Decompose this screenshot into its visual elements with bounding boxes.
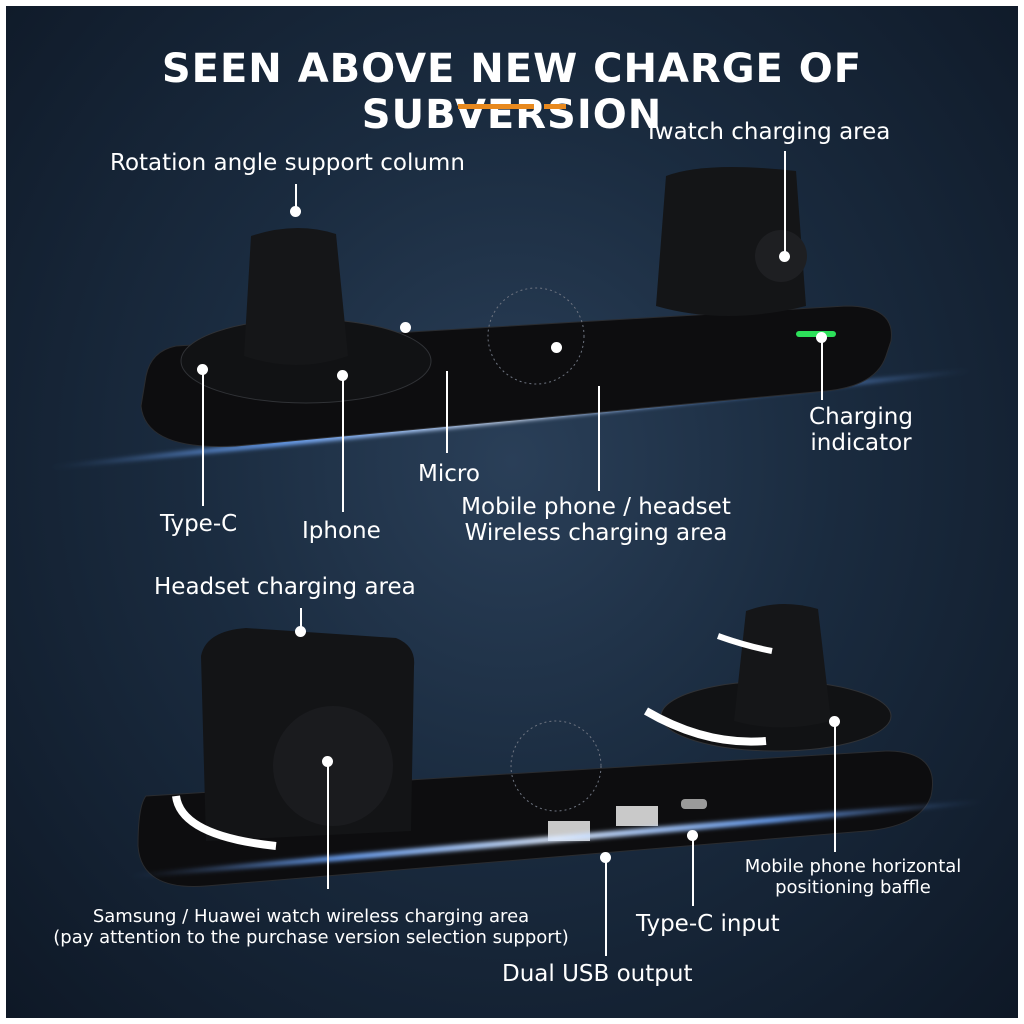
callout-dot bbox=[600, 852, 611, 863]
callout-dot bbox=[290, 206, 301, 217]
callout-dot bbox=[337, 370, 348, 381]
label-line: Charging bbox=[809, 404, 913, 430]
callout-dot bbox=[687, 830, 698, 841]
label-positioning-baffle: Mobile phone horizontal positioning baff… bbox=[728, 856, 978, 898]
label-type-c-input: Type-C input bbox=[636, 911, 780, 937]
callout-line bbox=[821, 338, 823, 400]
label-line: indicator bbox=[810, 430, 912, 456]
accent-dash bbox=[544, 104, 566, 109]
callout-dot bbox=[197, 364, 208, 375]
product-infographic: SEEN ABOVE NEW CHARGE OF SUBVERSION Rota… bbox=[6, 6, 1018, 1018]
callout-line bbox=[598, 386, 600, 491]
label-headset-area: Headset charging area bbox=[154, 574, 416, 600]
callout-dot bbox=[295, 626, 306, 637]
label-line: Wireless charging area bbox=[464, 520, 728, 546]
callout-line bbox=[834, 722, 836, 852]
callout-line bbox=[446, 371, 448, 453]
label-line: Mobile phone horizontal bbox=[744, 856, 962, 877]
callout-line bbox=[692, 836, 694, 906]
label-samsung-watch-area: Samsung / Huawei watch wireless charging… bbox=[26, 906, 596, 948]
headline: SEEN ABOVE NEW CHARGE OF SUBVERSION bbox=[161, 46, 863, 138]
label-wireless-area: Mobile phone / headset Wireless charging… bbox=[436, 494, 756, 546]
callout-dot bbox=[816, 332, 827, 343]
callout-dot bbox=[779, 251, 790, 262]
label-micro: Micro bbox=[418, 461, 480, 487]
callout-dot bbox=[551, 342, 562, 353]
accent-dash bbox=[458, 104, 534, 109]
callout-dot bbox=[322, 756, 333, 767]
label-line: (pay attention to the purchase version s… bbox=[53, 927, 569, 948]
label-dual-usb: Dual USB output bbox=[502, 961, 693, 987]
callout-dot bbox=[829, 716, 840, 727]
label-charging-indicator: Charging indicator bbox=[796, 404, 926, 456]
callout-dot bbox=[400, 322, 411, 333]
label-line: Mobile phone / headset bbox=[461, 494, 731, 520]
callout-line bbox=[327, 761, 329, 889]
label-line: positioning baffle bbox=[775, 877, 931, 898]
callout-line bbox=[295, 184, 297, 214]
label-line: Samsung / Huawei watch wireless charging… bbox=[92, 906, 530, 927]
label-iphone: Iphone bbox=[302, 518, 381, 544]
label-iwatch-area: Iwatch charging area bbox=[648, 119, 891, 145]
charger-product-image bbox=[137, 167, 933, 887]
callout-line bbox=[605, 858, 607, 956]
label-type-c: Type-C bbox=[160, 511, 238, 537]
label-rotation-column: Rotation angle support column bbox=[110, 150, 465, 176]
callout-line bbox=[784, 151, 786, 256]
callout-line bbox=[342, 376, 344, 512]
callout-line bbox=[202, 371, 204, 506]
callout-line bbox=[300, 608, 302, 632]
